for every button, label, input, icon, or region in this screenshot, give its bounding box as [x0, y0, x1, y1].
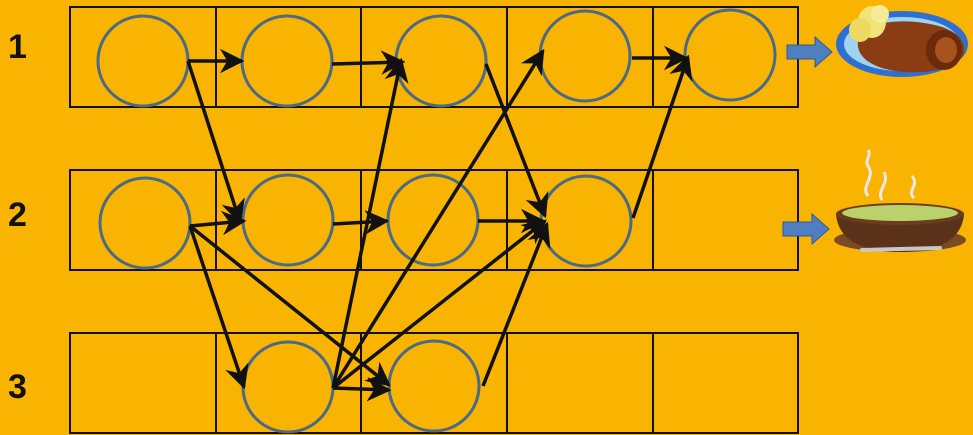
edge: [483, 224, 547, 386]
edge: [188, 61, 240, 222]
node-r3-c2: [243, 342, 333, 432]
node-r2-c3: [388, 175, 478, 265]
output-arrow-row-1: [787, 37, 832, 67]
node-r2-c4: [541, 176, 631, 266]
edge: [486, 64, 545, 216]
edge: [332, 62, 403, 64]
edge: [333, 221, 387, 224]
edge: [633, 57, 688, 218]
node-r2-c2: [243, 175, 333, 265]
node-r2-c1: [100, 178, 190, 268]
node-r1-c1: [98, 16, 188, 106]
node-r1-c4: [540, 11, 630, 101]
edge: [190, 221, 244, 226]
soup-bowl-icon: [834, 150, 966, 252]
output-arrow-row-2: [783, 214, 829, 244]
edge: [333, 388, 389, 390]
node-r1-c3: [396, 16, 486, 106]
node-r1-c5: [685, 10, 775, 100]
node-r3-c3: [389, 341, 479, 431]
roast-meat-platter-icon: [836, 5, 968, 77]
node-r1-c2: [242, 16, 332, 106]
